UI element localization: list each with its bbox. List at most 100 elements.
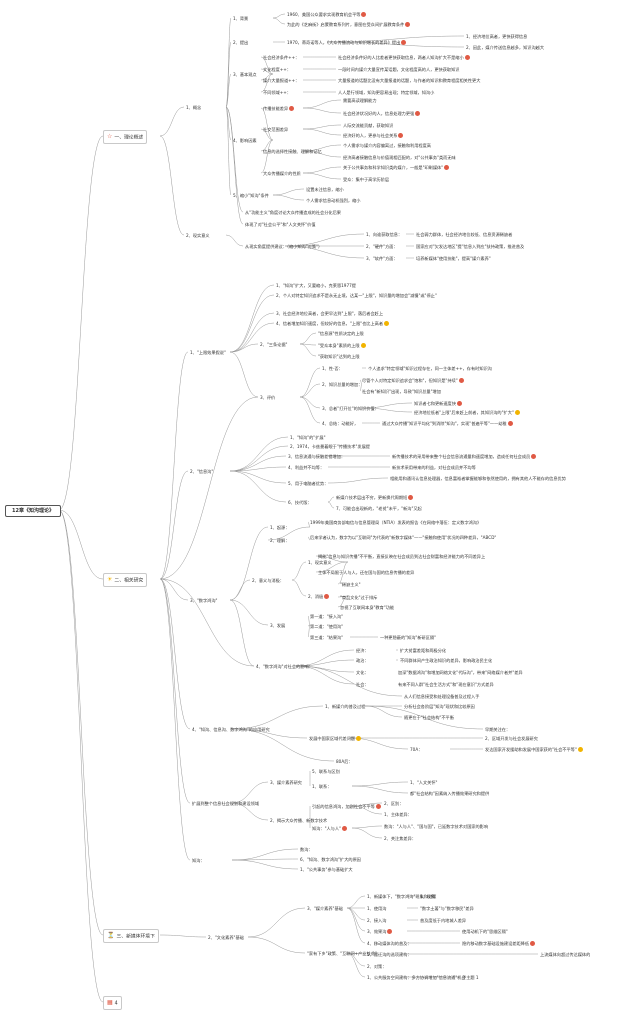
map-node-108[interactable]: 发展中国家区域代差问题 (309, 735, 362, 741)
map-node-69[interactable]: 新技术采用带来的利益，对社会成员并不均等 (392, 465, 476, 470)
map-node-104[interactable]: 1、新媒介的普及过程 (325, 704, 365, 709)
map-node-21[interactable]: 社交范围差异 (263, 127, 288, 132)
map-node-138[interactable]: 3、效果沟 (367, 928, 393, 934)
map-node-75[interactable]: 3、"数字鸿沟" (190, 598, 217, 603)
map-node-99[interactable]: 加深"数据鸿沟"和增加网络文化"代际沟"，带来"网络媒介者并"差异 (398, 670, 523, 675)
map-node-56[interactable]: 尽管个人对特定知识追求会"饱和"，但知识是"持续" (362, 377, 465, 383)
map-node-72[interactable]: 6、技代版： (288, 500, 312, 505)
map-node-8[interactable]: 3、基本观点 (233, 72, 257, 77)
map-node-68[interactable]: 4、利益并不均等： (288, 465, 324, 470)
map-node-137[interactable]: 普及度低于内地城人差异 (420, 918, 466, 923)
map-node-128[interactable]: 6、"知沟、数字鸿沟"扩大的原因 (300, 857, 361, 862)
map-node-146[interactable]: 1、公共服务空间建构：多方协调增加"信息流通"机会 (367, 975, 466, 980)
map-node-6[interactable]: 1、经济地位高者，更快获得信息 (466, 34, 527, 39)
root-topic[interactable]: 12章《知沟理论》 (5, 505, 61, 517)
map-node-96[interactable]: 政治： (356, 658, 369, 663)
map-node-61[interactable]: 4、总结：动能好， (322, 421, 358, 426)
map-node-66[interactable]: 3、信息流通与接触差错增加： (288, 454, 345, 459)
map-node-141[interactable]: 隐约移动数字基础设施建设差距降低 (462, 940, 536, 946)
map-node-81[interactable]: 1、现实意义 (308, 560, 332, 565)
map-node-119[interactable]: 2、揭示大众传播、新数字技术 (270, 818, 327, 823)
map-node-3[interactable]: 为此的《芝麻街》启蒙教育系列片，意图在受众间扩展教育条件 (287, 21, 411, 27)
map-node-123[interactable]: 知沟："人与人" (312, 825, 348, 831)
map-node-79[interactable]: 后来学者认为，数字为以"互联网"为代表的"新数字媒体"——"接触和使用"状况的四… (310, 535, 496, 540)
map-node-116[interactable]: 1、联系： (312, 784, 331, 789)
map-node-55[interactable]: 2、知识总量的增加： (322, 382, 362, 387)
section-new-media[interactable]: ⏳三、新媒体环境下 (103, 929, 159, 943)
map-node-144[interactable]: 上流媒体向超过传达媒体的 (540, 952, 590, 957)
map-node-80[interactable]: 2、意义与消极： (252, 578, 284, 583)
map-node-105[interactable]: 分析社会各阶层"知沟"现状和比较原因 (404, 704, 475, 709)
map-node-27[interactable]: 大众传播媒介的性质 (263, 171, 301, 176)
map-node-62[interactable]: 通过大众传播"知识平均化"到消除"知沟"，实现"普遍平等"——幼稚 (382, 420, 514, 426)
map-node-10[interactable]: 社会经济条件好的人比差者更快获取信息，两者人知沟扩大不是缩小 (338, 54, 471, 60)
map-node-24[interactable]: 信息的选择性接触、理解和记忆 (263, 149, 322, 154)
map-node-121[interactable]: 2、区别： (384, 801, 403, 806)
map-node-133[interactable]: 1、现象 (420, 894, 435, 899)
map-node-30[interactable]: 5、缩小"知沟"条件 (233, 193, 269, 198)
map-node-29[interactable]: 受众：集中于高学历阶层 (343, 177, 389, 182)
map-node-7[interactable]: 2、因此，媒介传送信息越多，知识沟越大 (466, 45, 544, 50)
map-node-120[interactable]: 引起的信息鸿沟，加剧社会不平等 (312, 803, 382, 809)
map-node-93[interactable]: 4、"数字鸿沟"对社会的影响： (256, 664, 313, 669)
map-node-45[interactable]: 2、个人对特定知识追求不是永无止境，达某一"上限"，知识量的增加会"减慢"或"停… (276, 293, 437, 298)
map-node-77[interactable]: 1999年美国商务部电信与信息管理局（NTIA）发表的报告《在网络中落伍：定义数… (310, 520, 481, 525)
map-node-16[interactable]: 人人是行领域，知沟更容易出现；特定领域，知沟小 (338, 90, 434, 95)
map-node-143[interactable]: 5、搬迁沟的选项建构： (367, 952, 412, 957)
map-node-57[interactable]: 社会有"新知识"出现，导致"知识总量"增加 (362, 389, 441, 394)
map-node-11[interactable]: 文化程度++： (263, 67, 291, 72)
map-node-94[interactable]: 经济： (356, 648, 369, 653)
map-node-40[interactable]: 国家应对"欠发达地区"提"信息入到应"扶持政策，推进普及 (416, 244, 524, 249)
map-node-109[interactable]: 2、区域开发与社会发展研究 (485, 736, 538, 741)
map-node-126[interactable]: 知沟： (192, 858, 205, 863)
map-node-18[interactable]: 传播技能差异 (263, 105, 295, 111)
map-node-42[interactable]: 培养新媒体"使用技能"，提高"媒介素养" (416, 256, 491, 261)
map-node-87[interactable]: 忽视了互联网本身"教育"功能 (340, 605, 394, 610)
map-node-64[interactable]: 1、"知沟"的"扩展" (290, 435, 326, 440)
map-node-13[interactable]: 媒介大量报道++： (263, 78, 299, 83)
map-node-92[interactable]: 一种更隐蔽的"知沟"新研区隔" (380, 635, 436, 640)
map-node-83[interactable]: 主体不局限于人与人，还在国与国的信息传播的差异 (318, 570, 414, 575)
map-node-12[interactable]: 一段时间内媒介大量宣传某话题，文化程度高的人，更快获取知识 (338, 67, 459, 72)
map-node-134[interactable]: 1、使用沟 (367, 906, 386, 911)
map-node-39[interactable]: 2、"硬件"方面： (366, 244, 398, 249)
map-node-97[interactable]: 不同群体间产生政治知识的差异，影响政治民主化 (400, 658, 492, 663)
map-node-82[interactable]: 揭能"信息与知识传播"不平衡，直接反映在社会成员到达社会财富和经济能力的不同差异… (318, 554, 485, 559)
map-node-52[interactable]: 3、评价 (260, 395, 275, 400)
map-node-34[interactable]: 体现了对"社会公平"和"人文关怀"价值 (245, 222, 316, 227)
map-node-78[interactable]: 2、理解： (270, 538, 289, 543)
map-node-127[interactable]: 数沟： (300, 847, 313, 852)
map-node-139[interactable]: 使用动机下的"思维区隔" (462, 929, 508, 934)
map-node-33[interactable]: 从"功能主义"角度讨论大众传播造成的社会分化后果 (245, 210, 341, 215)
map-node-140[interactable]: 4、移动媒体沟的普及： (367, 941, 412, 946)
map-node-74[interactable]: 7、可能会出现新的，"老贫"未平，"新沟"又起 (336, 506, 422, 511)
map-node-59[interactable]: 知识者七和更新速度快 (414, 400, 463, 406)
map-node-1[interactable]: 1、背景 (233, 16, 248, 21)
map-node-63[interactable]: 2、"信息沟" (190, 469, 213, 474)
map-node-142[interactable]: "家有下乡"政策、"互联网+产业扶贫" (307, 951, 377, 956)
map-node-118[interactable]: 都"社会结构"因素纳入传播效果研究和提供 (410, 791, 489, 796)
map-node-102[interactable]: 从人们信息接受和处理设备普及过程入手 (404, 694, 479, 699)
map-node-132[interactable]: 1、新媒体下，"数字鸿沟"现象和对策 (367, 894, 436, 899)
map-node-114[interactable]: 3、媒介素养研究 (270, 780, 302, 785)
map-node-135[interactable]: "数字土著"与"数字移民"差异 (420, 906, 474, 911)
map-node-136[interactable]: 2、接入沟 (367, 918, 386, 923)
section-four[interactable]: ▦4 (103, 996, 122, 1010)
section-related-research[interactable]: ☀二、相关研究 (103, 573, 148, 587)
map-node-0[interactable]: 1、概念 (186, 105, 201, 110)
map-node-23[interactable]: 经济好的人，更参与社会关系 (343, 132, 404, 138)
map-node-95[interactable]: 扩大贫富差距和两极分化 (400, 648, 446, 653)
map-node-100[interactable]: 社会： (356, 682, 369, 687)
map-node-117[interactable]: 1、"人文关怀" (410, 780, 437, 785)
map-node-90[interactable]: 第二道："使用沟" (310, 624, 343, 629)
map-node-60[interactable]: 经济地位低者"上限"后来赶上前者，其知识沟的"扩大" (414, 409, 521, 415)
map-node-147[interactable]: 子主题 1 (462, 975, 479, 980)
map-node-47[interactable]: 4、信者增加知识速度，但较好的信息，"上限"也比上高者 (276, 320, 390, 326)
map-node-26[interactable]: 经济高者接触信息与价值观相匹配的，对"公共事务"类而无味 (343, 155, 456, 160)
map-node-32[interactable]: 个人需求信息动机强烈，缩小 (306, 198, 360, 203)
map-node-15[interactable]: 不同领域++： (263, 90, 291, 95)
map-node-70[interactable]: 5、用于电脑者优势： (288, 481, 328, 486)
map-node-49[interactable]: "信息源"性质决定的上限 (318, 331, 364, 336)
map-node-17[interactable]: 4、影响因素 (233, 138, 257, 143)
map-node-107[interactable]: 早期关注在： (485, 727, 510, 732)
